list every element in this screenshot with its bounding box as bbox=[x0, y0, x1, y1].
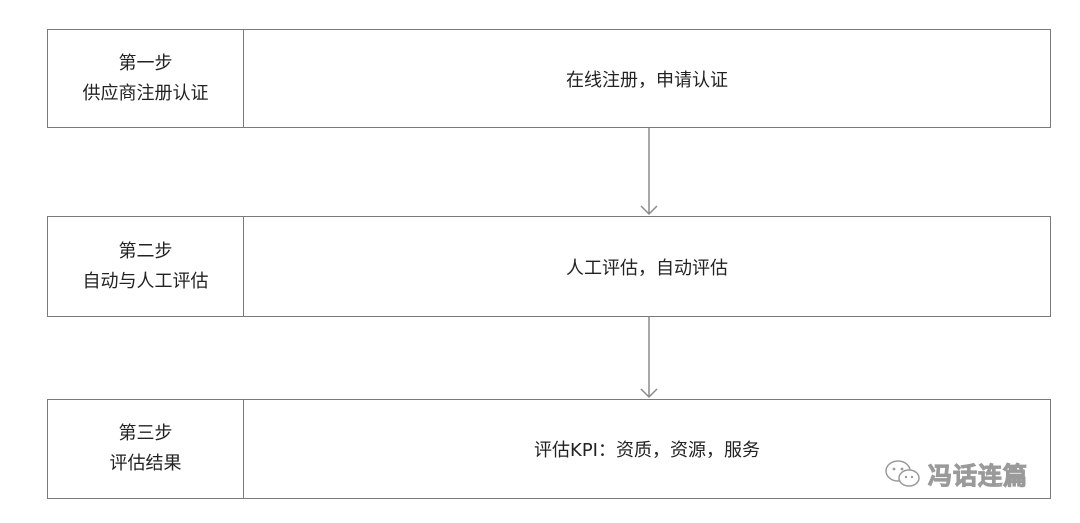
watermark: 冯话连篇 bbox=[884, 456, 1028, 491]
step-3-description-cell: 评估KPI：资质，资源，服务 bbox=[244, 400, 1050, 498]
step-3-description: 评估KPI：资质，资源，服务 bbox=[534, 440, 760, 461]
step-1-title: 供应商注册认证 bbox=[82, 82, 209, 104]
step-2-title: 自动与人工评估 bbox=[82, 270, 209, 292]
step-2-description: 人工评估，自动评估 bbox=[566, 257, 728, 279]
step-3-number: 第三步 bbox=[118, 423, 173, 444]
step-1-description: 在线注册，申请认证 bbox=[566, 69, 728, 91]
step-3-title: 评估结果 bbox=[109, 453, 182, 474]
step-3-row: 第三步 评估结果 评估KPI：资质，资源，服务 bbox=[47, 399, 1051, 499]
arrow-connector-1 bbox=[640, 128, 658, 216]
wechat-icon bbox=[885, 459, 920, 487]
step-1-label-cell: 第一步 供应商注册认证 bbox=[48, 30, 244, 127]
watermark-text: 冯话连篇 bbox=[928, 462, 1028, 491]
step-2-number: 第二步 bbox=[118, 240, 173, 262]
step-3-label-cell: 第三步 评估结果 bbox=[48, 400, 244, 498]
step-2-description-cell: 人工评估，自动评估 bbox=[244, 217, 1050, 316]
step-1-number: 第一步 bbox=[118, 52, 173, 74]
arrow-connector-2 bbox=[640, 317, 658, 399]
step-2-row: 第二步 自动与人工评估 人工评估，自动评估 bbox=[47, 216, 1051, 317]
step-2-label-cell: 第二步 自动与人工评估 bbox=[48, 217, 244, 316]
step-1-row: 第一步 供应商注册认证 在线注册，申请认证 bbox=[47, 29, 1051, 128]
step-1-description-cell: 在线注册，申请认证 bbox=[244, 30, 1050, 127]
